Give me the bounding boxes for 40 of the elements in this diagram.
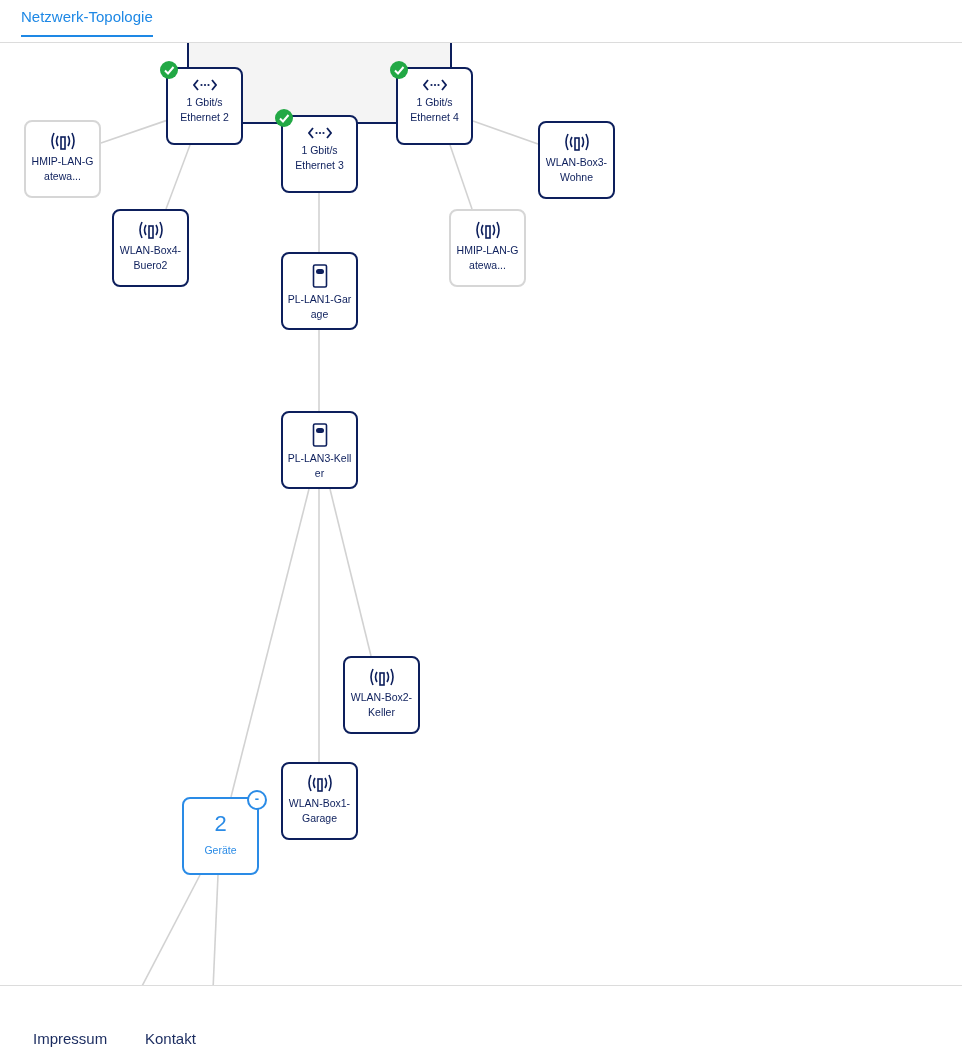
device-box xyxy=(166,67,243,145)
device-label: PL-LAN3-Kell er xyxy=(286,451,353,481)
device-label: WLAN-Box3-Wohne xyxy=(544,155,609,185)
footer-link: Impressum xyxy=(33,1030,108,1047)
connection-line xyxy=(449,144,473,210)
connection-line xyxy=(165,144,191,210)
connection-line xyxy=(318,192,320,253)
tab: Netzwerk-Topologie xyxy=(21,8,153,37)
device-box xyxy=(538,121,615,199)
device-label: 1 Gbit/s Ethernet 2 xyxy=(179,95,230,125)
device-box xyxy=(449,209,526,287)
device-label: PL-LAN1-Gar age xyxy=(286,292,353,322)
connection-line xyxy=(212,874,219,985)
connection-line xyxy=(139,874,201,985)
device-label: 1 Gbit/s Ethernet 3 xyxy=(294,143,345,173)
device-label: HMIP-LAN-G atewa... xyxy=(455,243,520,273)
footer-link: Kontakt xyxy=(145,1030,196,1047)
device-box xyxy=(343,656,420,734)
device-label: HMIP-LAN-G atewa... xyxy=(30,154,95,184)
collapse-button: - xyxy=(247,790,267,810)
device-box xyxy=(24,120,101,198)
device-group-box xyxy=(182,797,259,875)
device-label: 1 Gbit/s Ethernet 4 xyxy=(409,95,460,125)
device-count: 2 xyxy=(214,811,227,837)
device-box xyxy=(281,252,358,330)
connection-line xyxy=(318,488,320,763)
connection-line xyxy=(100,119,167,144)
device-box xyxy=(112,209,189,287)
device-box xyxy=(281,115,358,193)
device-box xyxy=(281,762,358,840)
device-group-label: Geräte xyxy=(204,843,237,858)
connection-line xyxy=(472,120,539,145)
device-box xyxy=(281,411,358,489)
device-label: WLAN-Box1-Garage xyxy=(287,796,352,826)
device-label: WLAN-Box4-Buero2 xyxy=(118,243,183,273)
connection-line xyxy=(230,488,310,798)
connection-line xyxy=(318,329,320,412)
connection-line xyxy=(329,488,372,657)
device-label: WLAN-Box2-Keller xyxy=(349,690,414,720)
device-box xyxy=(396,67,473,145)
